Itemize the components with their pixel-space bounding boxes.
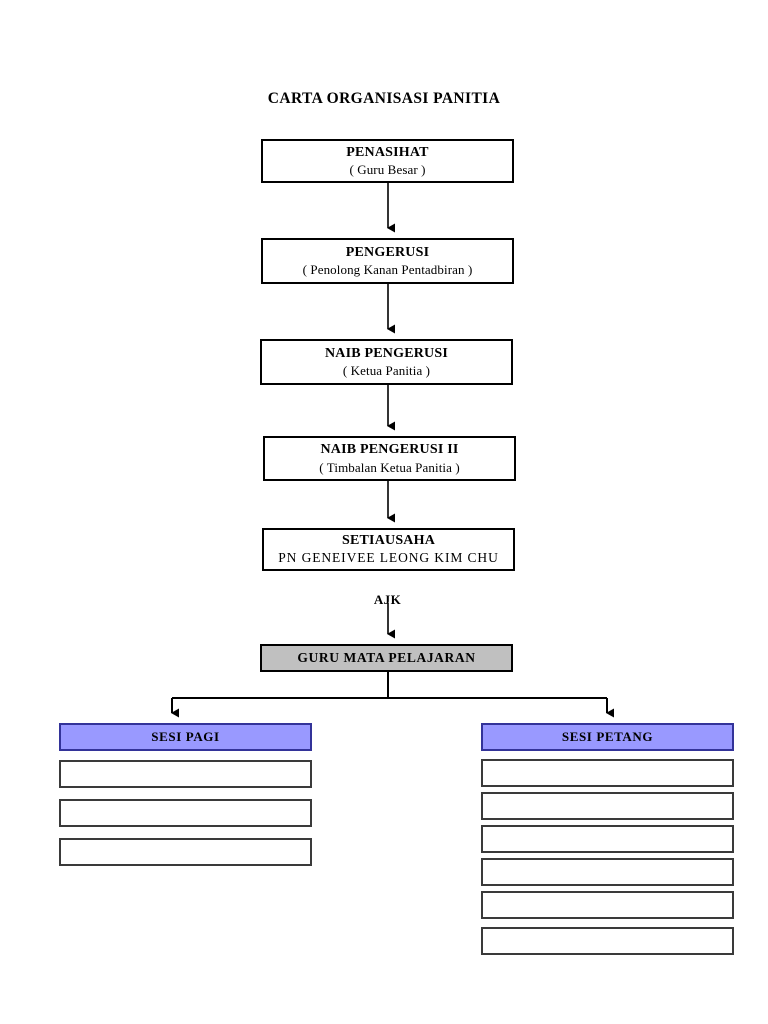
node-title: NAIB PENGERUSI	[325, 345, 448, 361]
node-title: PENGERUSI	[345, 244, 430, 260]
member-slot[interactable]	[481, 825, 734, 853]
session-label: SESI PETANG	[561, 729, 654, 744]
session-header-sesi-petang[interactable]: SESI PETANG	[481, 723, 734, 751]
node-subtitle: ( Guru Besar )	[349, 162, 426, 178]
node-penasihat[interactable]: PENASIHAT ( Guru Besar )	[261, 139, 514, 183]
node-naib-pengerusi[interactable]: NAIB PENGERUSI ( Ketua Panitia )	[260, 339, 513, 385]
member-slot[interactable]	[481, 927, 734, 955]
page-title: CARTA ORGANISASI PANITIA	[267, 90, 501, 107]
node-pengerusi[interactable]: PENGERUSI ( Penolong Kanan Pentadbiran )	[261, 238, 514, 284]
member-slot[interactable]	[481, 891, 734, 919]
session-header-sesi-pagi[interactable]: SESI PAGI	[59, 723, 312, 751]
ajk-label: AJK	[373, 592, 402, 607]
session-label: SESI PAGI	[151, 729, 220, 744]
member-slot[interactable]	[59, 799, 312, 827]
node-title: NAIB PENGERUSI II	[320, 442, 459, 458]
member-slot[interactable]	[481, 858, 734, 886]
node-title: SETIAUSAHA	[341, 532, 436, 548]
member-slot[interactable]	[481, 759, 734, 787]
node-subtitle: PN GENEIVEE LEONG KIM CHU	[278, 550, 499, 566]
node-title: PENASIHAT	[346, 144, 429, 160]
node-title: GURU MATA PELAJARAN	[297, 650, 476, 666]
node-subtitle: ( Timbalan Ketua Panitia )	[319, 459, 460, 475]
member-slot[interactable]	[59, 760, 312, 788]
member-slot[interactable]	[481, 792, 734, 820]
node-guru-mata-pelajaran[interactable]: GURU MATA PELAJARAN	[260, 644, 513, 672]
node-setiausaha[interactable]: SETIAUSAHA PN GENEIVEE LEONG KIM CHU	[262, 528, 515, 571]
node-subtitle: ( Penolong Kanan Pentadbiran )	[302, 262, 473, 278]
member-slot[interactable]	[59, 838, 312, 866]
node-subtitle: ( Ketua Panitia )	[342, 363, 431, 379]
node-naib-pengerusi-ii[interactable]: NAIB PENGERUSI II( Timbalan Ketua Paniti…	[263, 436, 516, 481]
